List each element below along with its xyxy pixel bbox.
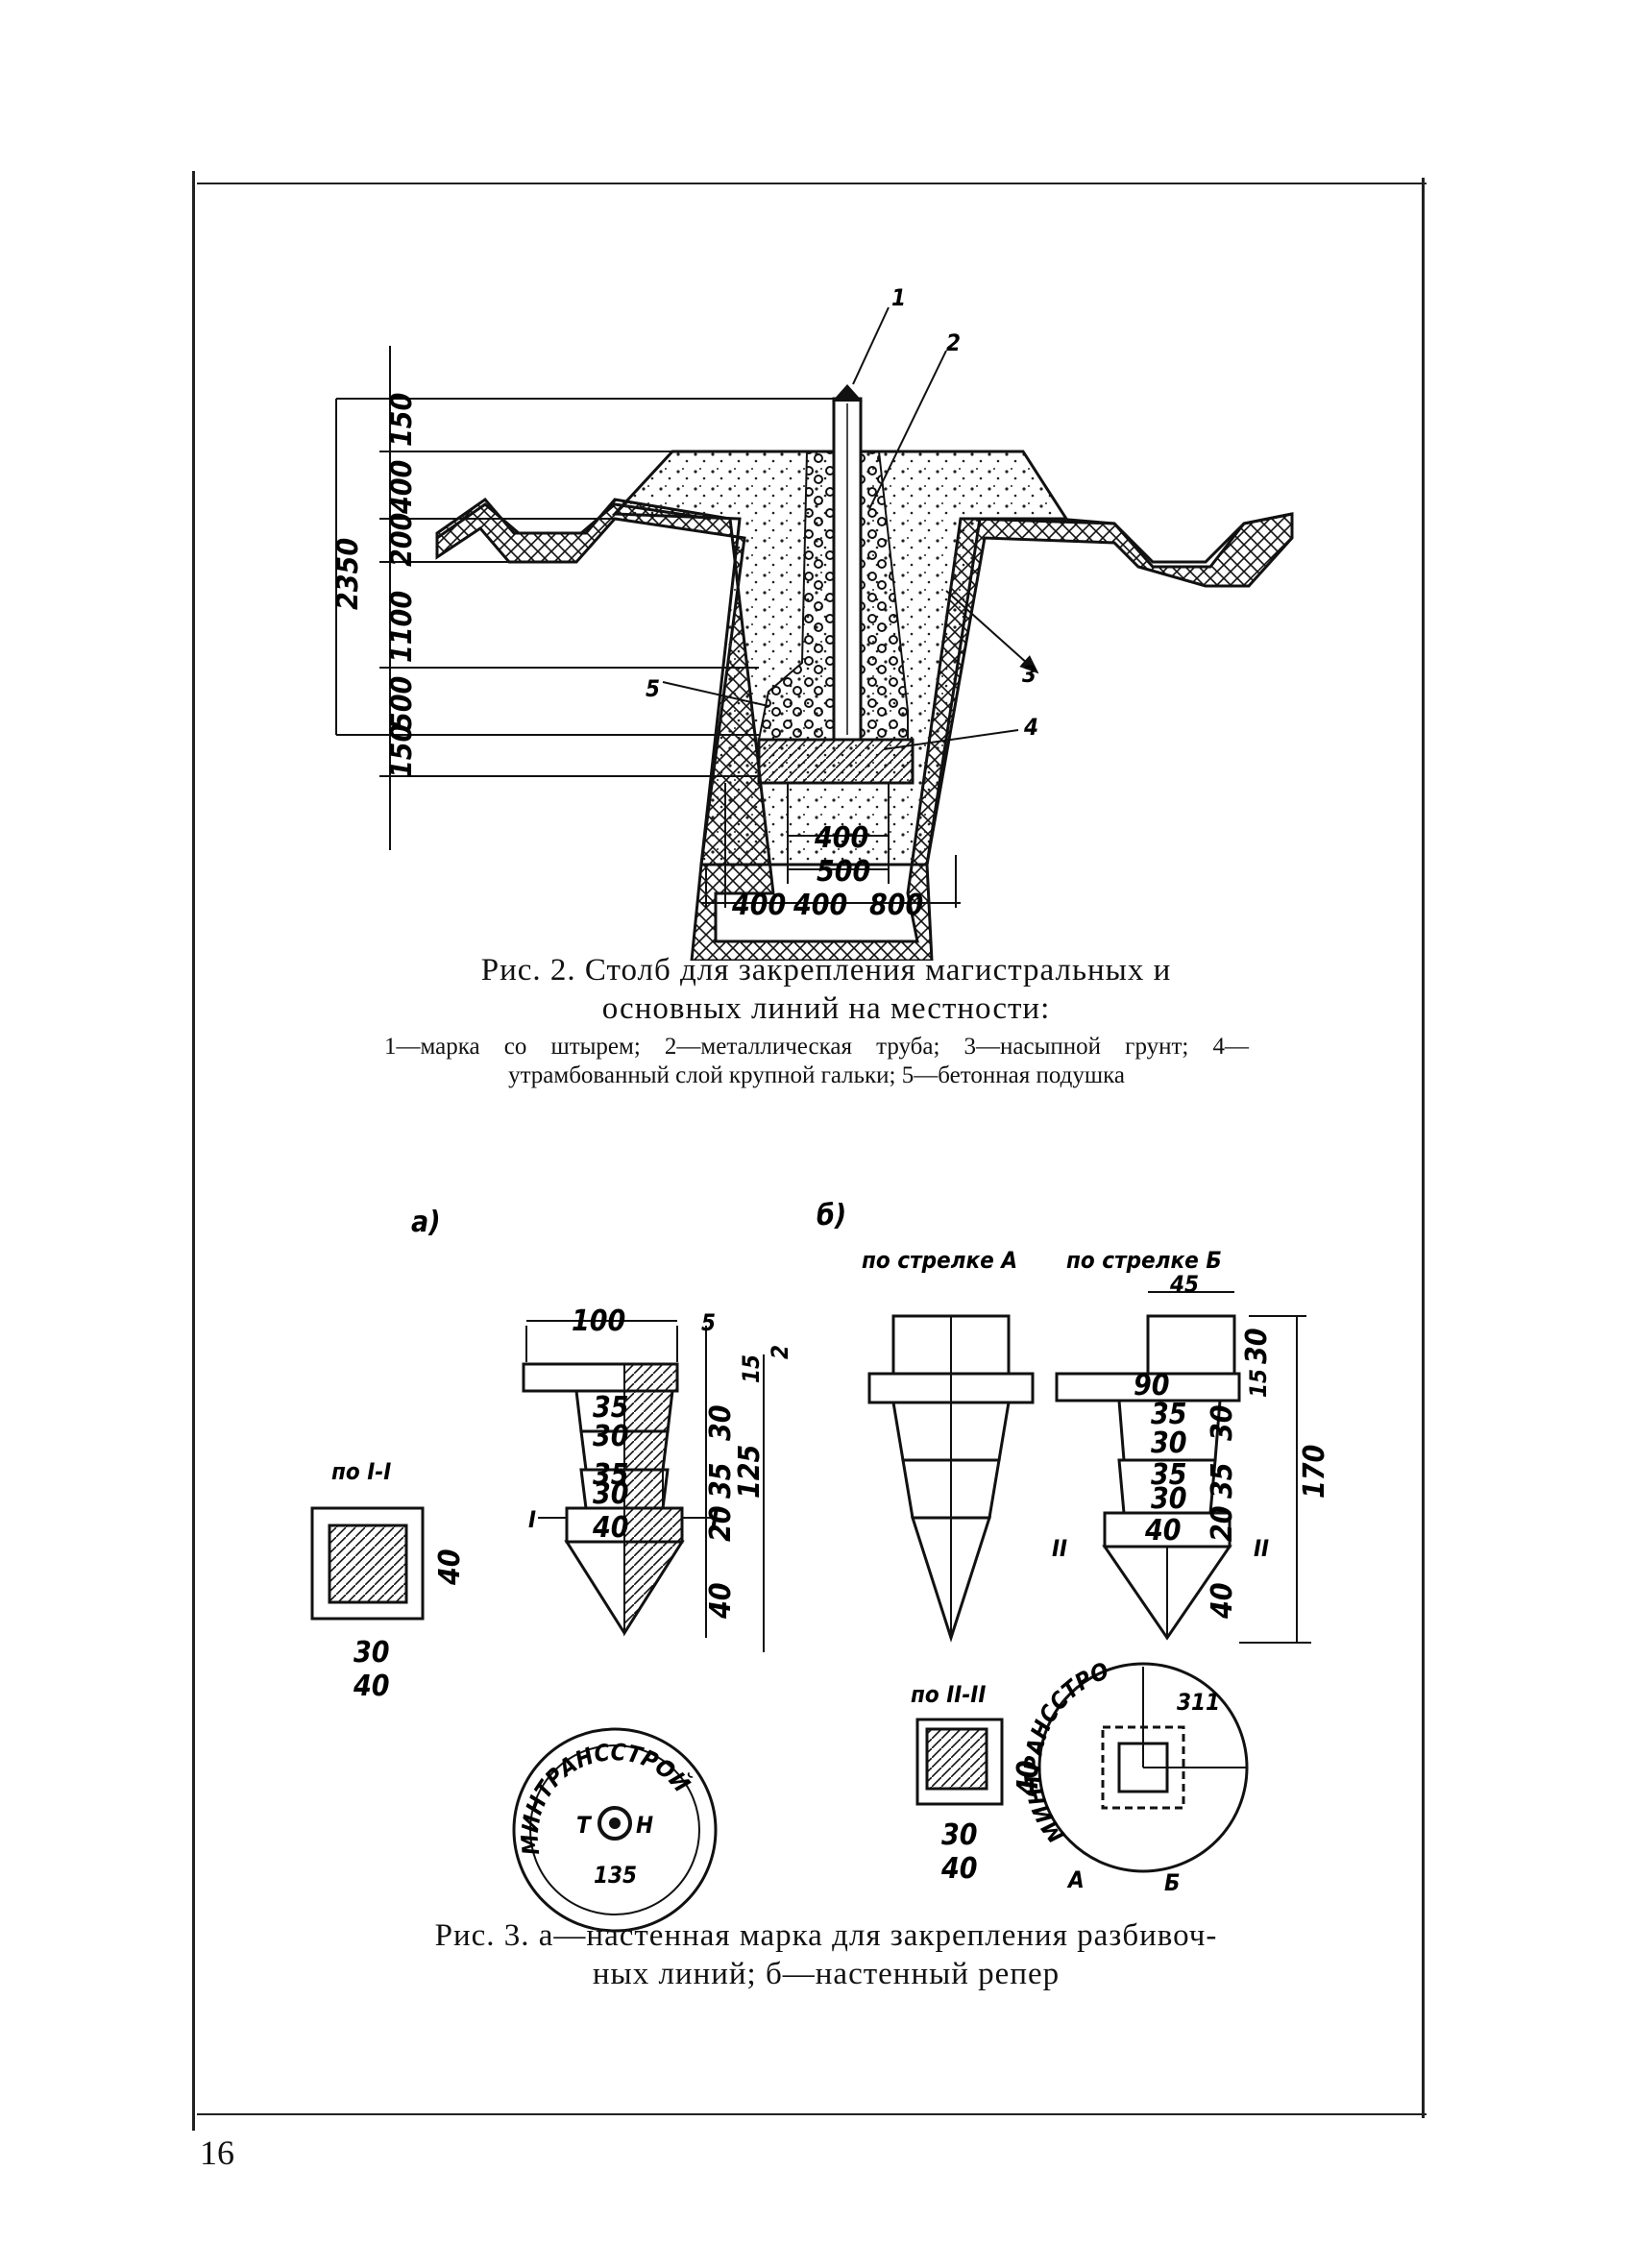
a-dim-total: 125 bbox=[733, 1445, 767, 1499]
stamp-b-arrow-b: Б bbox=[1164, 1869, 1180, 1896]
frame-bottom-rule bbox=[197, 2113, 1427, 2115]
b-dim-v40: 40 bbox=[1206, 1582, 1239, 1620]
b-dim-h30: 30 bbox=[1240, 1328, 1274, 1364]
dim-total-height: 2350 bbox=[331, 538, 365, 610]
a-cut-left: I bbox=[528, 1506, 536, 1533]
page-number: 16 bbox=[200, 2134, 234, 2172]
b-dim-flange: 90 bbox=[1134, 1369, 1170, 1402]
a-dim-h-top: 15 bbox=[738, 1354, 765, 1383]
view-arrow-b: по стрелке Б bbox=[1066, 1247, 1222, 1274]
a-dim-base: 40 bbox=[592, 1511, 629, 1545]
stamp-b-code: 311 bbox=[1177, 1689, 1220, 1716]
section-1-height: 40 bbox=[433, 1549, 467, 1586]
b-dim-step-1: 35 bbox=[1151, 1398, 1187, 1431]
label-b: б) bbox=[817, 1199, 846, 1232]
section-1-inner-width: 30 bbox=[354, 1636, 390, 1670]
b-dim-v30: 30 bbox=[1206, 1404, 1239, 1441]
stamp-a bbox=[512, 1727, 718, 1933]
b-dim-h15: 15 bbox=[1245, 1369, 1272, 1398]
a-dim-v35: 35 bbox=[704, 1462, 738, 1499]
stamp-a-letter-left: Т bbox=[576, 1812, 593, 1839]
b-cut-right: II bbox=[1254, 1535, 1269, 1562]
section-1-label: по I-I bbox=[331, 1458, 391, 1485]
b-dim-base: 40 bbox=[1144, 1514, 1182, 1548]
stamp-a-letter-right: Н bbox=[636, 1812, 653, 1839]
stamp-b bbox=[1037, 1662, 1249, 1873]
stamp-b-arrow-a: А bbox=[1066, 1866, 1085, 1893]
figure-2-drawing: 1 2 3 4 5 150 400 200 1100 500 150 2350 … bbox=[331, 284, 1294, 961]
section-2-inner-width: 30 bbox=[941, 1818, 978, 1852]
figure-2-legend: 1—марка со штырем; 2—металлическая труба… bbox=[384, 1034, 1249, 1088]
a-dim-h-side: 2 bbox=[767, 1345, 793, 1359]
callout-2: 2 bbox=[946, 329, 961, 356]
dim-v-500: 500 bbox=[385, 676, 419, 730]
b-cut-left: II bbox=[1052, 1535, 1067, 1562]
b-dim-step-4: 30 bbox=[1151, 1482, 1187, 1516]
figure-2-caption-line-1: Рис. 2. Столб для закрепления магистраль… bbox=[480, 953, 1172, 988]
section-1-inner bbox=[328, 1524, 408, 1604]
dim-v-150-bottom: 150 bbox=[385, 724, 419, 778]
dim-h-800: 800 bbox=[869, 889, 923, 922]
a-dim-step-1: 35 bbox=[593, 1391, 629, 1425]
benchmark-side-view bbox=[1055, 1314, 1241, 1641]
callout-1: 1 bbox=[891, 284, 906, 311]
b-dim-step-3: 35 bbox=[1151, 1458, 1187, 1492]
concrete-cushion bbox=[757, 738, 915, 785]
a-dim-step-3: 35 bbox=[593, 1458, 629, 1492]
marker-cap bbox=[832, 384, 863, 402]
a-dim-step-4: 30 bbox=[593, 1477, 629, 1511]
a-dim-v30: 30 bbox=[704, 1404, 738, 1441]
benchmark-front-view bbox=[867, 1314, 1035, 1643]
figure-3-caption-line-1: Рис. 3. а—настенная марка для закреплени… bbox=[434, 1918, 1218, 1953]
wall-marker-a-hatched-half bbox=[623, 1363, 683, 1637]
view-arrow-a: по стрелке А bbox=[862, 1247, 1017, 1274]
a-dim-v20: 20 bbox=[704, 1505, 738, 1542]
section-2-inner bbox=[925, 1727, 988, 1791]
section-2-label: по II-II bbox=[911, 1681, 986, 1708]
section-2-outer-width: 40 bbox=[940, 1852, 978, 1886]
b-dim-v35: 35 bbox=[1206, 1462, 1239, 1499]
frame-top-rule bbox=[197, 183, 1427, 184]
dim-v-200: 200 bbox=[385, 513, 419, 567]
callout-5: 5 bbox=[646, 675, 660, 702]
a-dim-step-2: 30 bbox=[593, 1420, 629, 1453]
b-dim-top-width: 45 bbox=[1169, 1271, 1199, 1298]
b-dim-v20: 20 bbox=[1206, 1505, 1239, 1542]
figure-3-caption-line-2: ных линий; б—настенный репер bbox=[592, 1957, 1061, 1991]
dim-v-150-top: 150 bbox=[385, 393, 419, 447]
stamp-a-number: 135 bbox=[594, 1862, 637, 1889]
a-dim-v40: 40 bbox=[704, 1582, 738, 1620]
b-dim-step-2: 30 bbox=[1151, 1427, 1187, 1460]
a-dim-gap: 5 bbox=[701, 1309, 716, 1336]
b-dim-total: 170 bbox=[1298, 1445, 1331, 1499]
dim-v-1100: 1100 bbox=[385, 591, 419, 663]
frame-left-rule bbox=[192, 171, 195, 2131]
callout-4: 4 bbox=[1023, 714, 1038, 741]
dim-h-400-left: 400 bbox=[731, 889, 786, 922]
callout-3: 3 bbox=[1022, 661, 1036, 688]
a-dim-width-top: 100 bbox=[572, 1305, 625, 1338]
dim-h-400-inner: 400 bbox=[814, 821, 868, 855]
a-cut-right: I bbox=[711, 1506, 719, 1533]
dim-h-500: 500 bbox=[817, 855, 870, 889]
dim-v-400: 400 bbox=[385, 460, 419, 515]
figure-2-caption-line-2: основных линий на местности: bbox=[601, 991, 1051, 1026]
frame-right-rule bbox=[1422, 178, 1425, 2118]
section-1-outer-width: 40 bbox=[353, 1670, 390, 1703]
figure-3-drawing: а) б) по стрелке А по стрелке Б 100 5 15… bbox=[0, 1182, 1331, 1933]
dim-h-400-mid: 400 bbox=[793, 889, 847, 922]
label-a: а) bbox=[411, 1206, 441, 1239]
